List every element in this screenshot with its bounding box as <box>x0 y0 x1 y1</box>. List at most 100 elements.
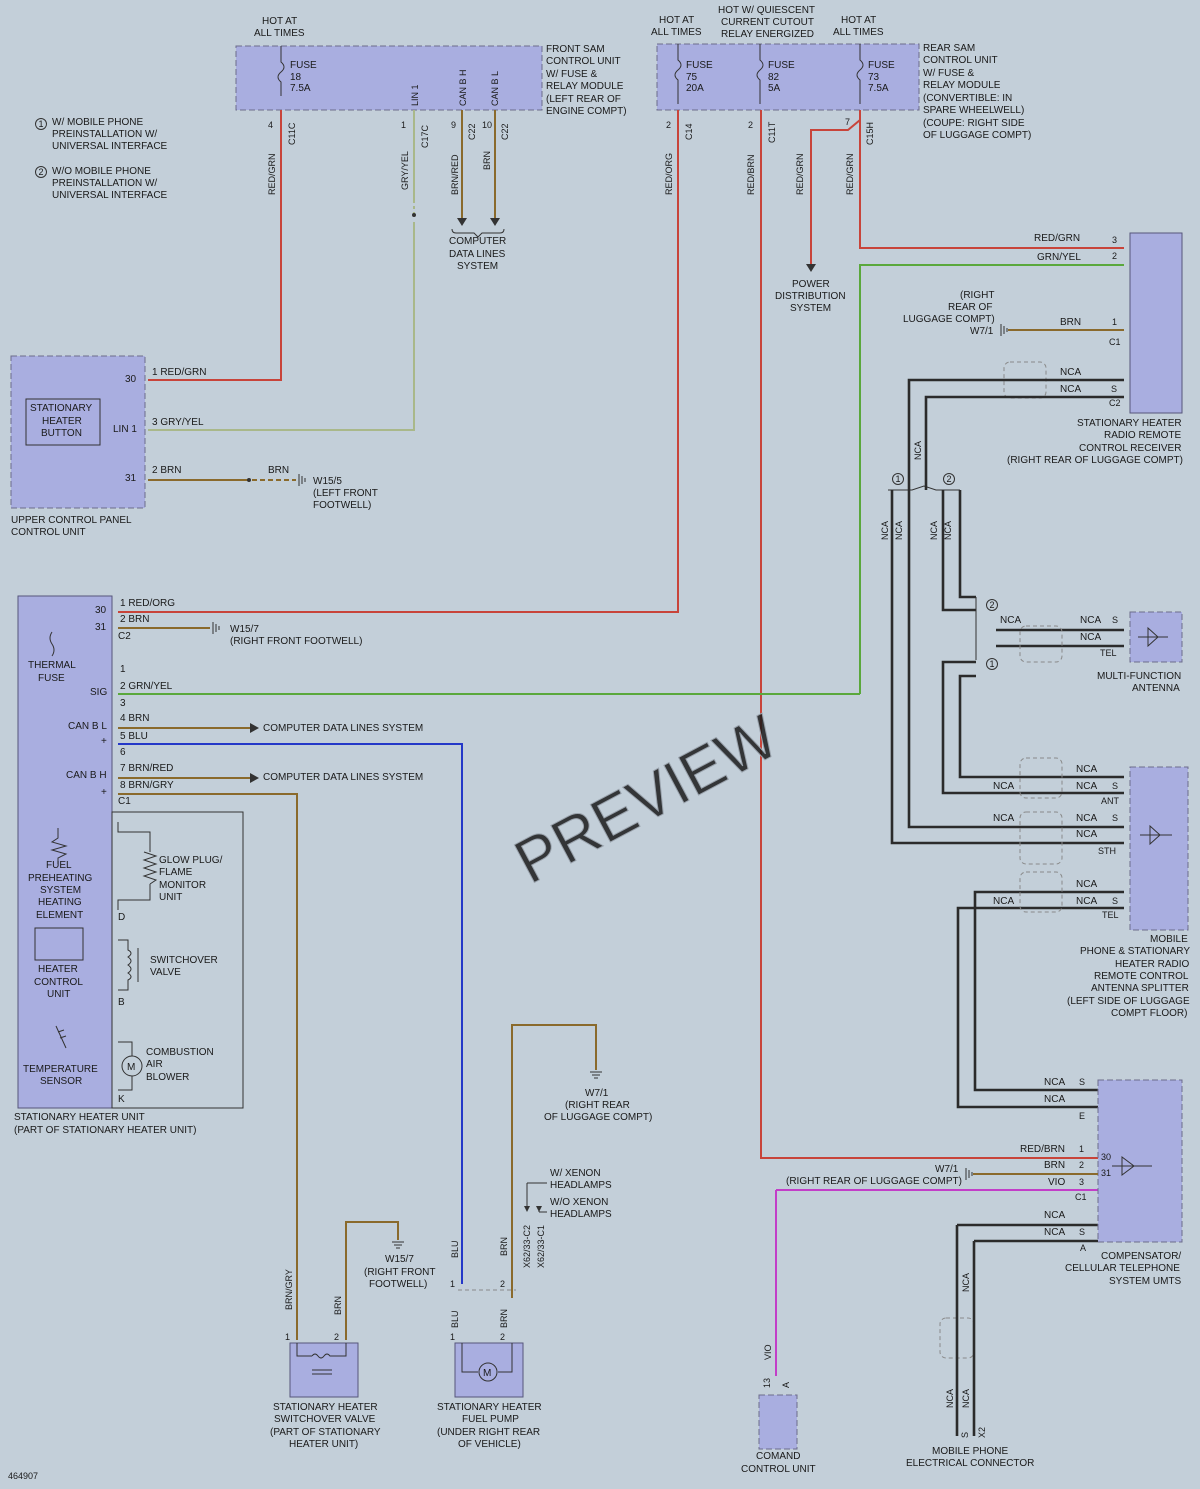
front-sam-name-1: FRONT SAM <box>546 44 605 55</box>
without-xenon-1: W/O XENON <box>550 1197 608 1208</box>
antenna-icon-splitter <box>1140 824 1172 846</box>
rear-sam-pin-2b: 2 <box>748 120 753 130</box>
legend-2-line2: PREINSTALLATION W/ <box>52 178 157 189</box>
comand-control-unit-box <box>758 1394 798 1450</box>
cable-nca-v3: NCA <box>929 521 939 540</box>
fuel-preheat-1: FUEL <box>46 860 72 871</box>
arrow-cds-canbl <box>250 723 259 733</box>
preheating-element-icon <box>50 828 68 864</box>
button-label-1: STATIONARY <box>30 403 93 414</box>
split-pin-s-1: S <box>1112 781 1118 791</box>
cable-receiver-sth-outer <box>907 378 1124 829</box>
stationary-heater-button[interactable] <box>25 398 101 446</box>
with-xenon-2: HEADLAMPS <box>550 1180 612 1191</box>
receiver-name-1: STATIONARY HEATER <box>1077 418 1182 429</box>
rear-sam-wire-redgrn-a: RED/GRN <box>795 153 805 195</box>
ground-symbol-w15-7-valve <box>392 1241 404 1249</box>
wire-brn-valve-ground <box>345 1221 399 1340</box>
front-sam-box <box>235 45 543 111</box>
cable-nca-v1: NCA <box>880 521 890 540</box>
ground-symbol-w15-7-heater <box>212 622 220 634</box>
compensator-name-1: COMPENSATOR/ <box>1101 1251 1181 1262</box>
front-sam-pin-canbh: CAN B H <box>458 69 468 106</box>
front-sam-conn-c22a: C22 <box>467 123 477 140</box>
front-sam-hot-2: ALL TIMES <box>254 28 305 39</box>
heater-pin-30: 30 <box>95 605 107 616</box>
heater-pin-k: K <box>118 1094 125 1105</box>
compensator-name-2: CELLULAR TELEPHONE <box>1065 1263 1180 1274</box>
ground-w15-5: W15/5 <box>313 476 342 487</box>
arrow-cds-1 <box>457 218 467 226</box>
splitter-shield-sth <box>1019 811 1063 865</box>
wire-red-grn-receiver <box>859 120 1124 249</box>
front-sam-wire-gryyel: GRY/YEL <box>400 151 410 190</box>
pump-pin-2a: 2 <box>500 1279 505 1289</box>
temp-sensor-2: SENSOR <box>40 1076 82 1087</box>
rear-sam-wire-redbrn: RED/BRN <box>746 154 756 195</box>
pump-pin-1a: 1 <box>450 1279 455 1289</box>
rear-sam-fuse-75 <box>674 44 682 104</box>
splitter-name-2: PHONE & STATIONARY <box>1080 946 1190 957</box>
power-dist-2: DISTRIBUTION <box>775 291 846 302</box>
switchover-valve-box <box>289 1342 359 1398</box>
front-sam-pin-10: 10 <box>482 120 492 130</box>
front-sam-conn-c17c: C17C <box>420 124 430 148</box>
upper-control-panel: STATIONARY HEATER BUTTON 30 LIN 1 31 1 R… <box>10 355 378 538</box>
valve-name-3: (PART OF STATIONARY <box>270 1427 381 1438</box>
receiver-loc-1: (RIGHT <box>960 290 994 301</box>
heater-wire-c1-3: 3 <box>120 698 126 709</box>
front-sam-fuse-label: FUSE <box>290 60 317 71</box>
antenna-icon-compensator <box>1112 1156 1152 1176</box>
switchover-valve-coil-icon <box>118 939 132 991</box>
rear-sam-hot-4: ALL TIMES <box>833 27 884 38</box>
wire-red-grn-power <box>810 110 861 264</box>
valve-name-4: HEATER UNIT) <box>289 1439 358 1450</box>
receiver-nca-1: NCA <box>1060 367 1081 378</box>
rear-sam-name-3: W/ FUSE & <box>923 68 974 79</box>
motor-m: M <box>127 1062 135 1073</box>
rear-sam-control-unit: HOT AT ALL TIMES HOT W/ QUIESCENT CURREN… <box>651 5 1031 314</box>
temperature-sensor-icon <box>55 1025 67 1049</box>
compensator-box <box>1097 1079 1183 1243</box>
cable-option-1-ant-b <box>941 660 1124 795</box>
comand-pin-13: 13 <box>762 1378 772 1388</box>
heater-pin-sig: SIG <box>90 687 107 698</box>
heater-cu-2: CONTROL <box>34 977 83 988</box>
blower-1: COMBUSTION <box>146 1047 214 1058</box>
fuel-preheat-2: PREHEATING <box>28 873 92 884</box>
comp-pin-3: 3 <box>1079 1177 1084 1187</box>
splice-gry-yel <box>412 213 416 217</box>
mfa-name-2: ANTENNA <box>1132 683 1180 694</box>
split-nca-5: NCA <box>1076 813 1097 824</box>
power-dist-1: POWER <box>792 279 830 290</box>
splitter-name-3: HEATER RADIO <box>1115 959 1189 970</box>
upper-panel-name-2: CONTROL UNIT <box>11 527 86 538</box>
ground-symbol-compensator <box>965 1168 973 1180</box>
front-sam-name-3: W/ FUSE & <box>546 69 597 80</box>
front-sam-name-6: ENGINE COMPT) <box>546 106 627 117</box>
compensator-name-3: SYSTEM UMTS <box>1109 1276 1182 1287</box>
comp-pin-1: 1 <box>1079 1144 1084 1154</box>
pump-name-1: STATIONARY HEATER <box>437 1402 542 1413</box>
front-sam-name-4: RELAY MODULE <box>546 81 624 92</box>
comand-conn-a: A <box>781 1382 791 1388</box>
rear-sam-f3-label: FUSE <box>868 60 895 71</box>
front-sam-name-2: CONTROL UNIT <box>546 56 621 67</box>
valve-wire-brn: BRN <box>333 1296 343 1315</box>
mp-conn-x2: X2 <box>977 1427 987 1438</box>
wire-red-org <box>118 110 679 613</box>
cable-tel-compensator-b <box>956 906 1124 1109</box>
blower-leads <box>118 1041 133 1091</box>
rear-sam-q-3: RELAY ENERGIZED <box>721 29 814 40</box>
cable-mobile-phone <box>955 1223 1098 1436</box>
heater-wire-c1-1: 1 <box>120 664 126 675</box>
heater-wire-c1-4: 4 BRN <box>120 713 149 724</box>
receiver-conn-c2: C2 <box>1109 398 1121 408</box>
valve-ground-3: FOOTWELL) <box>369 1279 427 1290</box>
heater-wire-c1-5: 5 BLU <box>120 731 148 742</box>
fuel-preheat-5: ELEMENT <box>36 910 83 921</box>
receiver-box <box>1129 232 1183 414</box>
heater-pin-canbl: CAN B L <box>68 721 107 732</box>
splitter-box <box>1129 766 1189 931</box>
